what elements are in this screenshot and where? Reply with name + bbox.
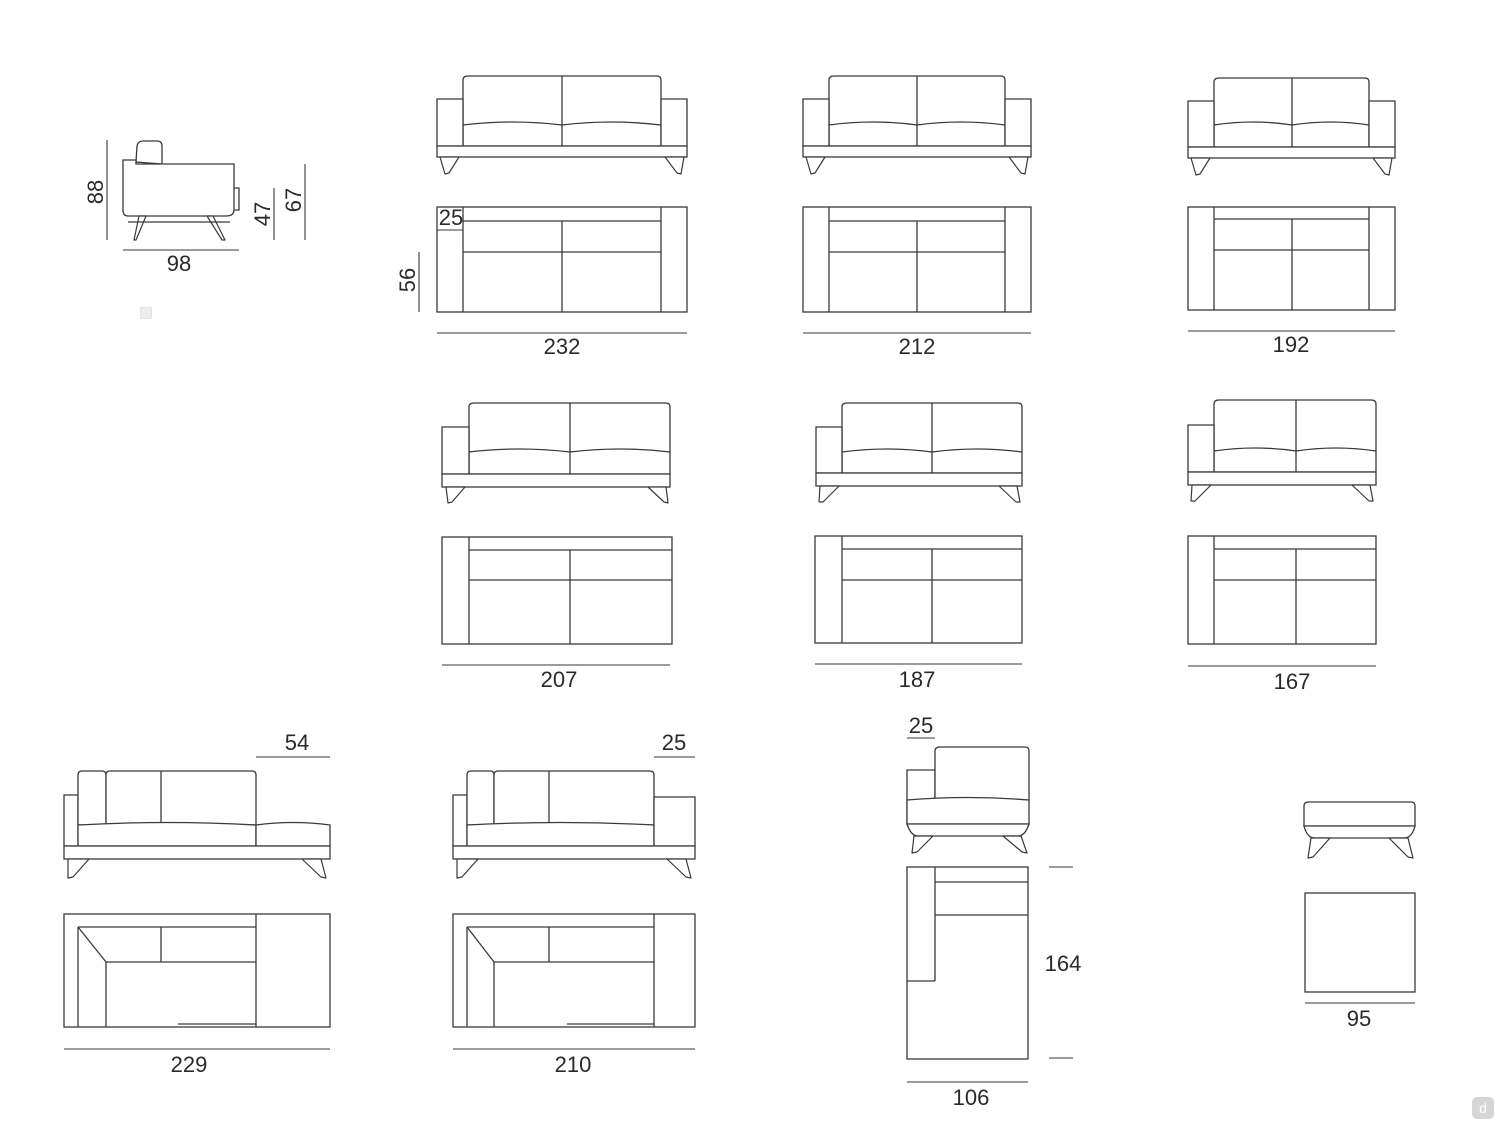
armchair-dimensions: 88 47 67 98 [83,140,306,276]
sofa-192-front-view [1187,77,1396,176]
dim-sofa-192-width: 192 [1273,332,1310,357]
sofa-207-front-view [441,402,671,504]
sofa-187-front-view [815,402,1023,503]
dim-sofa-167-width: 167 [1274,669,1311,694]
pouf-front-view [1303,801,1416,859]
dim-sofa-232-width: 232 [544,334,581,359]
sofa-187-plan-view: 187 [814,535,1023,692]
sofa-167-plan-view: 167 [1187,535,1377,694]
dim-chaise-229-extension: 54 [285,730,309,755]
placeholder-marker [140,307,152,319]
dim-sofa-207-width: 207 [541,667,578,692]
dim-armchair-seat-height: 47 [250,202,275,226]
dim-corner-width: 106 [953,1085,990,1110]
sofa-232-front-view [436,75,688,175]
dim-arm-width: 25 [439,205,463,230]
armchair-side-view [122,140,240,241]
brand-logo-letter: d [1479,1100,1487,1116]
sofa-192-plan-view: 192 [1187,206,1396,357]
dim-corner-length: 164 [1045,951,1082,976]
dim-chaise-210-width: 210 [555,1052,592,1077]
dim-armchair-height: 88 [83,180,108,204]
corner-unit-plan-view: 164 106 [906,866,1082,1110]
sofa-167-front-view [1187,399,1377,502]
dim-armchair-arm-height: 67 [281,188,306,212]
pouf-plan-view: 95 [1304,892,1416,1031]
dim-sofa-212-width: 212 [899,334,936,359]
chaise-210-front-view [452,770,696,879]
chaise-229-front-view [63,770,331,879]
chaise-229-plan-view: 54 229 [63,730,331,1077]
dim-pouf-width: 95 [1347,1006,1371,1031]
dim-chaise-210-arm: 25 [662,730,686,755]
dim-corner-arm: 25 [909,713,933,738]
sofa-207-plan-view: 207 [441,536,673,692]
sofa-212-front-view [802,75,1032,175]
dim-armchair-depth: 98 [167,251,191,276]
dim-chaise-229-width: 229 [171,1052,208,1077]
sofa-212-plan-view: 212 [802,206,1032,359]
corner-unit-front-view: 25 [906,713,1030,854]
sofa-232-plan-view: 25 56 232 [395,205,688,359]
brand-logo: d [1472,1097,1494,1119]
chaise-210-plan-view: 25 210 [452,730,696,1077]
dim-sofa-187-width: 187 [899,667,936,692]
dim-seat-depth: 56 [395,268,420,292]
